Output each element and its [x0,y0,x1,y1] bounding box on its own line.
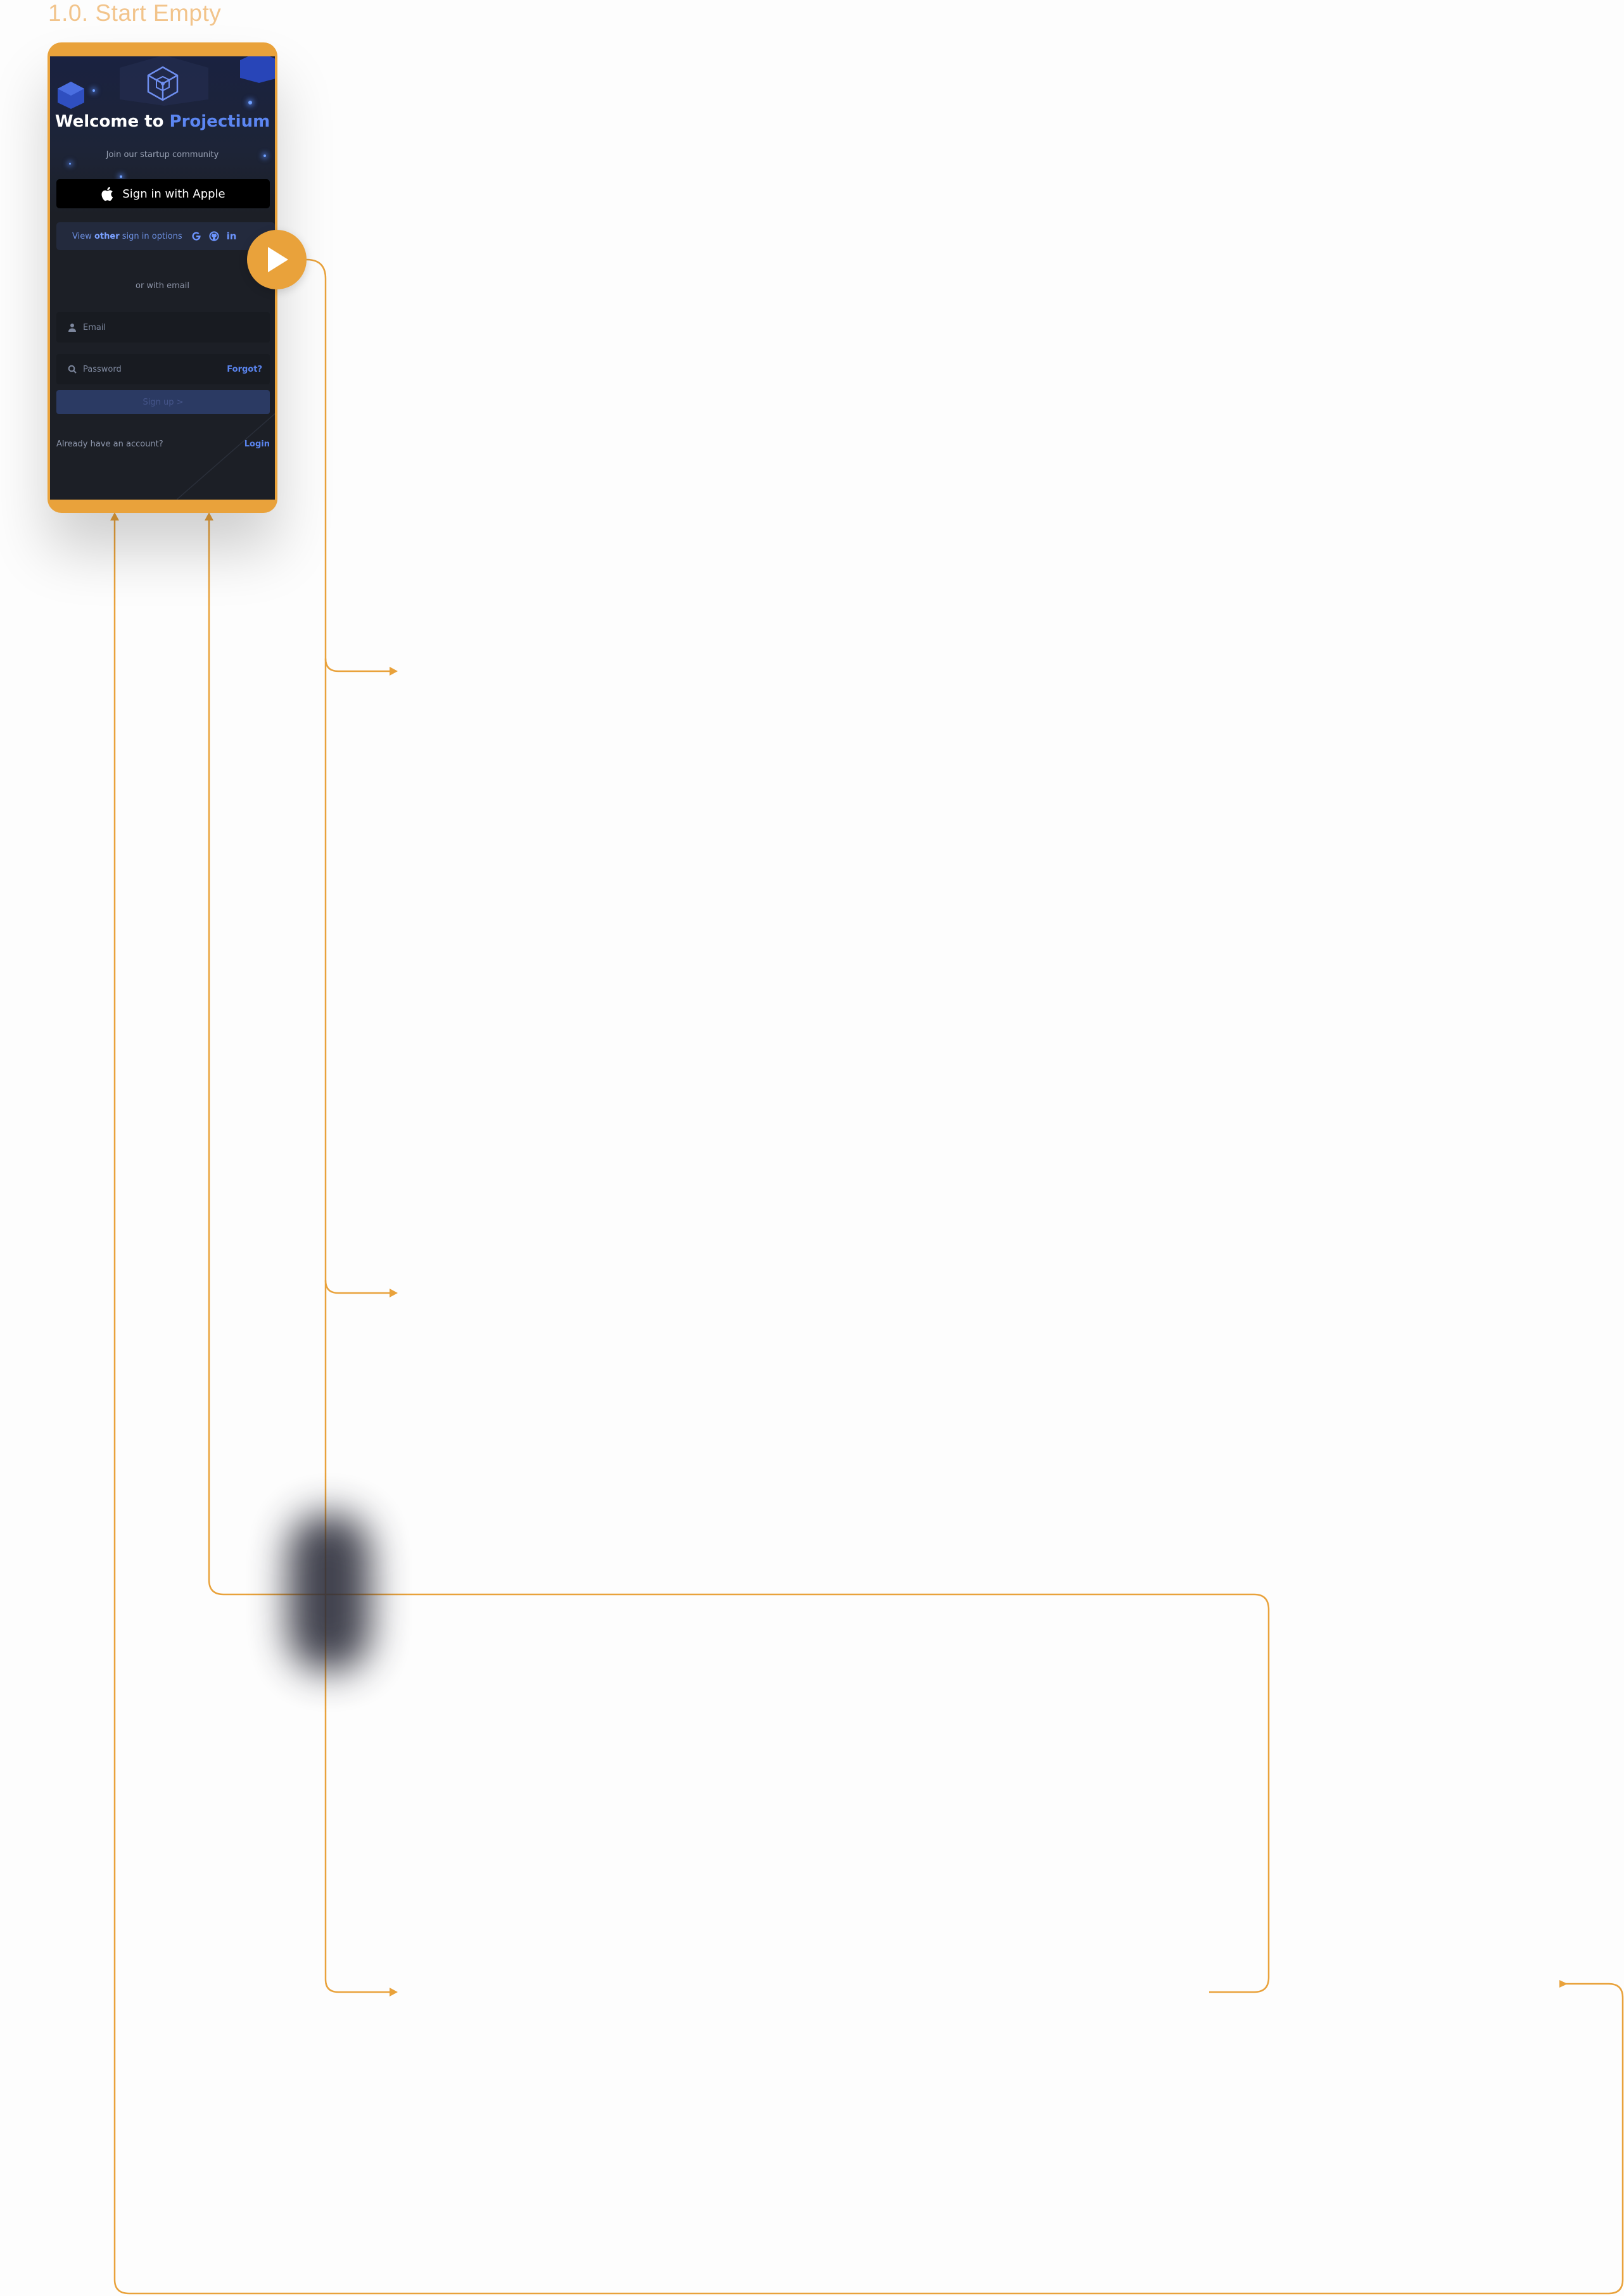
connector-back-to-frame-a [208,516,1270,1993]
shadow-blur [288,1513,371,1672]
password-field[interactable]: Password Forgot? [56,354,270,384]
connector-play-to-screen-3 [324,659,390,1294]
signup-screen: Welcome to Projectium Join our startup c… [50,56,275,500]
brand-name: Projectium [169,112,270,131]
email-field[interactable]: Email [56,312,270,343]
star-glow [120,175,122,178]
play-icon [268,247,288,272]
arrowhead-back-right [1559,1980,1568,1988]
other-options-label: View other sign in options [72,231,182,241]
connector-play-to-screen-2 [306,258,390,672]
play-flow-button[interactable] [247,230,307,289]
sign-up-button[interactable]: Sign up > [56,390,270,414]
social-icons: in [191,230,237,242]
diagonal-decoration [177,413,275,500]
email-placeholder: Email [83,322,106,332]
arrowhead-back-b [110,512,119,520]
arrowhead-back-a [205,512,213,520]
google-icon[interactable] [191,231,201,241]
user-icon [68,323,77,332]
arrowhead-screen-2 [390,667,398,676]
apple-button-label: Sign in with Apple [122,187,225,201]
cube-decoration-icon [58,82,84,109]
sign-in-with-apple-button[interactable]: Sign in with Apple [56,179,270,208]
login-link[interactable]: Login [244,439,270,449]
apple-icon [101,187,113,201]
arrowhead-screen-4 [390,1988,398,1996]
frame-label: 1.0. Start Empty [48,0,222,26]
linkedin-icon[interactable]: in [226,230,237,242]
page-title: Welcome to Projectium [54,112,270,131]
search-icon [68,365,77,374]
or-with-email-divider: or with email [136,281,189,291]
other-sign-in-options[interactable]: View other sign in options in [56,222,275,250]
already-have-account-text: Already have an account? [56,439,163,449]
star-glow [263,155,266,157]
arrowhead-screen-3 [390,1289,398,1297]
password-placeholder: Password [83,364,122,374]
phone-frame: Welcome to Projectium Join our startup c… [48,42,277,513]
cube-decoration-icon [240,56,275,83]
star-glow [248,101,252,104]
connector-play-to-screen-4 [324,1280,390,1993]
logo-cube-icon [147,66,179,101]
cube-decoration-icon [120,56,208,106]
github-icon[interactable] [209,231,219,241]
forgot-password-link[interactable]: Forgot? [227,364,262,374]
subtitle: Join our startup community [106,150,219,160]
connector-back-to-frame-b [113,516,1624,2295]
star-glow [69,163,71,165]
star-glow [92,89,95,92]
